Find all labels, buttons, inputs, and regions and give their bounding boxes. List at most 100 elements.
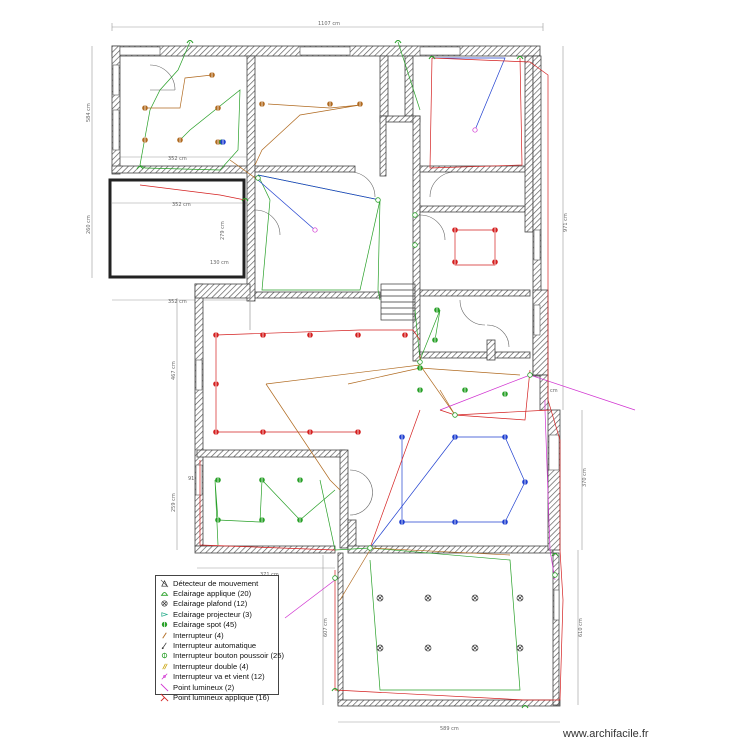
wire	[199, 460, 336, 551]
ceiling-light-icon	[516, 644, 524, 652]
motion-detector-icon	[160, 579, 169, 587]
wire	[215, 329, 421, 341]
push-button-icon	[375, 197, 381, 203]
legend-label: Détecteur de mouvement	[173, 578, 259, 588]
push-button-icon	[161, 653, 168, 659]
wire	[215, 335, 358, 433]
wire	[432, 57, 506, 131]
legend-item: Eclairage spot (45)	[159, 620, 275, 630]
legend-label: Interrupteur double (4)	[173, 661, 249, 671]
wall-light-point-icon	[160, 693, 169, 702]
legend-label: Eclairage applique (20)	[173, 589, 252, 599]
spot-light-icon	[462, 387, 468, 393]
legend-item: Eclairage applique (20)	[159, 588, 275, 598]
legend-item: Détecteur de mouvement	[159, 578, 275, 588]
ceiling-light-icon	[471, 644, 479, 652]
windows	[112, 46, 560, 621]
legend-label: Interrupteur (4)	[173, 630, 224, 640]
spot-light-icon	[399, 434, 405, 440]
dim-room-b: 352 cm	[172, 202, 191, 208]
spot-light-icon	[142, 137, 148, 143]
spot-light-icon	[417, 365, 423, 371]
spot-light-icon	[452, 434, 458, 440]
dim-left-mid: 260 cm	[86, 215, 92, 234]
spot-light-icon	[260, 332, 266, 338]
push-button-icon	[412, 242, 418, 248]
push-button-icon	[367, 545, 373, 551]
wire	[145, 74, 213, 109]
dim-room-c: 279 cm	[220, 221, 226, 240]
wire	[284, 579, 336, 619]
legend-item: Point lumineux (2)	[159, 682, 275, 692]
push-button-icon	[332, 575, 338, 581]
spot-light-icon	[259, 101, 265, 107]
legend-item: Interrupteur automatique	[159, 640, 275, 650]
footer-watermark: www.archifacile.fr	[563, 728, 649, 740]
spot-light-icon	[213, 381, 219, 387]
wire	[229, 159, 259, 181]
ceiling-light-icon	[376, 644, 384, 652]
wall-light-icon	[394, 40, 402, 44]
ceiling-light-icon	[424, 644, 432, 652]
legend-item: Point lumineux applique (16)	[159, 692, 275, 702]
spot-light-icon	[161, 621, 168, 629]
two-way-switch-icon	[312, 227, 318, 233]
dim-left-lower: 467 cm	[171, 361, 177, 380]
push-button-icon	[417, 359, 423, 365]
wire	[265, 364, 456, 416]
spot-light-icon	[215, 139, 221, 145]
wire	[214, 479, 336, 546]
spot-light-icon	[307, 429, 313, 435]
dim-room-f: 97 cm	[542, 388, 558, 394]
push-button-icon	[552, 572, 558, 578]
wall-light-icon	[160, 592, 169, 596]
spot-light-icon	[220, 139, 226, 145]
garage-room	[108, 178, 246, 279]
legend-label: Interrupteur automatique	[173, 641, 257, 651]
spot-light-icon	[177, 137, 183, 143]
wire	[414, 309, 441, 361]
spot-light-icon	[327, 101, 333, 107]
spot-light-icon	[432, 337, 438, 343]
wire	[544, 400, 556, 581]
spot-light-icon	[502, 434, 508, 440]
wire	[454, 229, 496, 266]
spot-light-icon	[417, 387, 423, 393]
doors	[149, 64, 510, 516]
spot-light-icon	[307, 332, 313, 338]
wall-light-icon	[331, 688, 339, 692]
wall-light-icon	[136, 166, 144, 170]
wire	[439, 389, 456, 416]
wire	[369, 547, 521, 691]
light-point-icon	[160, 683, 169, 692]
spot-light-icon	[399, 519, 405, 525]
projector-light-icon	[161, 612, 169, 617]
legend-label: Point lumineux applique (16)	[173, 692, 270, 702]
double-switch-icon	[162, 663, 168, 670]
wire	[257, 179, 316, 231]
wall-light-icon	[516, 56, 524, 60]
wire	[265, 383, 341, 491]
ceiling-light-icon	[516, 594, 524, 602]
wire	[439, 374, 636, 411]
spot-light-icon	[209, 72, 215, 78]
spot-light-icon	[357, 101, 363, 107]
legend-label: Interrupteur va et vient (12)	[173, 672, 265, 682]
spot-light-icon	[402, 332, 408, 338]
switch-icon	[162, 632, 167, 639]
dim-right-bottom: 610 cm	[578, 618, 584, 637]
wall-light-icon	[428, 56, 436, 60]
legend-item: Eclairage projecteur (3)	[159, 609, 275, 619]
wall-light-icon	[551, 553, 559, 557]
two-way-switch-icon	[161, 673, 168, 680]
ceiling-light-icon	[471, 594, 479, 602]
spot-light-icon	[355, 332, 361, 338]
ceiling-light-icon	[161, 600, 168, 608]
dim-room-a: 352 cm	[168, 156, 187, 162]
legend-item: Interrupteur bouton poussoir (25)	[159, 651, 284, 661]
device-symbols	[136, 40, 559, 709]
wall-light-icon	[241, 198, 249, 202]
dim-room-d: 130 cm	[210, 260, 229, 266]
spot-light-icon	[215, 105, 221, 111]
